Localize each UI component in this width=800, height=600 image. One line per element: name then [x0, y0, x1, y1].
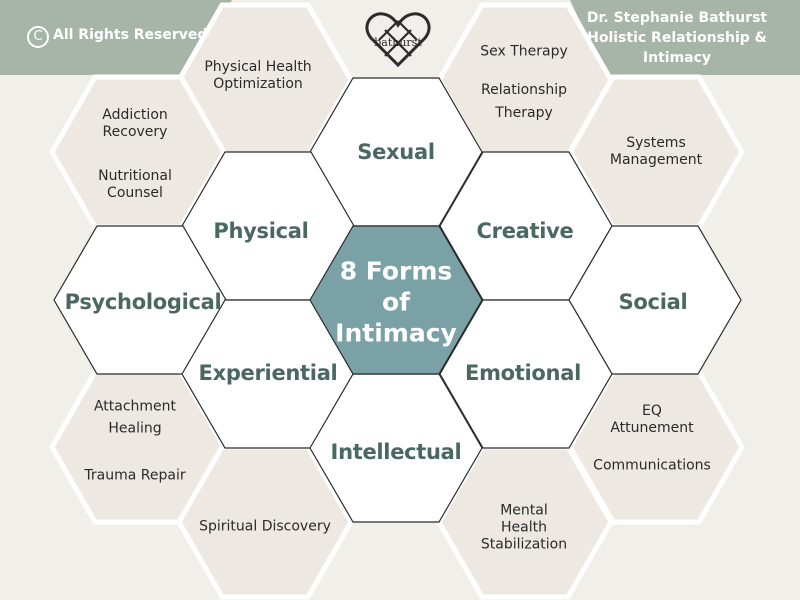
practice-line: Physical Health — [204, 59, 312, 75]
practice-sex-therapy: Sex Therapy — [480, 43, 568, 60]
practice-line: Addiction — [102, 107, 168, 123]
practice-addiction-recovery: Addiction Recovery — [102, 107, 168, 141]
practice-line: Therapy — [495, 105, 553, 121]
center-title-line: Intimacy — [335, 318, 457, 348]
center-title: 8 Forms of Intimacy — [335, 256, 457, 349]
practice-physical-health: Physical Health Optimization — [204, 59, 311, 93]
hex-addiction-nutrition — [49, 74, 227, 230]
practice-line: Health — [501, 519, 547, 536]
author-title: Dr. Stephanie Bathurst Holistic Relation… — [586, 10, 768, 66]
practice-line: Relationship — [481, 82, 567, 98]
practice-line: Attachment — [93, 398, 177, 415]
form-intellectual: Intellectual — [330, 440, 462, 464]
form-physical: Physical — [213, 219, 309, 243]
form-sexual: Sexual — [357, 140, 435, 164]
logo-wordmark: bathurst — [374, 36, 422, 49]
practice-line: Management — [609, 152, 703, 168]
center-title-line: of — [381, 287, 411, 317]
hex-emotional — [439, 299, 613, 449]
form-psychological: Psychological — [64, 290, 222, 314]
practice-attachment-healing: Attachment Healing — [94, 399, 176, 438]
practice-mental-health: Mental Health Stabilization — [481, 503, 567, 554]
practice-line: EQ — [642, 403, 662, 419]
heart-logo-icon — [365, 12, 431, 68]
hex-center — [309, 225, 483, 375]
practice-line: Counsel — [107, 185, 163, 201]
rights-banner — [0, 0, 232, 75]
practice-communications: Communications — [593, 457, 711, 474]
practice-line: Mental — [500, 502, 548, 519]
practice-line: Stabilization — [480, 536, 568, 553]
practice-line: Systems — [626, 135, 686, 151]
form-emotional: Emotional — [465, 361, 581, 385]
practice-line: Nutritional — [98, 168, 172, 184]
form-experiential: Experiential — [198, 361, 338, 385]
practice-trauma-repair: Trauma Repair — [84, 467, 186, 484]
center-title-line: 8 Forms — [339, 256, 453, 286]
practice-eq-attunement: EQ Attunement — [610, 403, 693, 437]
form-social: Social — [618, 290, 688, 314]
author-banner — [570, 0, 800, 75]
rights-reserved-text: All Rights Reserved — [53, 27, 208, 43]
practice-nutritional-counsel: Nutritional Counsel — [98, 168, 172, 202]
practice-line: Healing — [108, 420, 162, 437]
bathurst-logo: bathurst — [362, 10, 434, 68]
practice-line: Recovery — [102, 124, 168, 140]
practice-relationship-therapy: Relationship Therapy — [481, 82, 567, 122]
practice-line: Attunement — [610, 420, 694, 436]
hex-spiritual-discovery — [176, 444, 354, 600]
practice-spiritual-discovery: Spiritual Discovery — [199, 518, 331, 535]
copyright-icon: C — [27, 26, 49, 48]
practice-systems-management: Systems Management — [610, 135, 702, 169]
form-creative: Creative — [476, 219, 574, 243]
practice-line: Optimization — [213, 76, 303, 92]
